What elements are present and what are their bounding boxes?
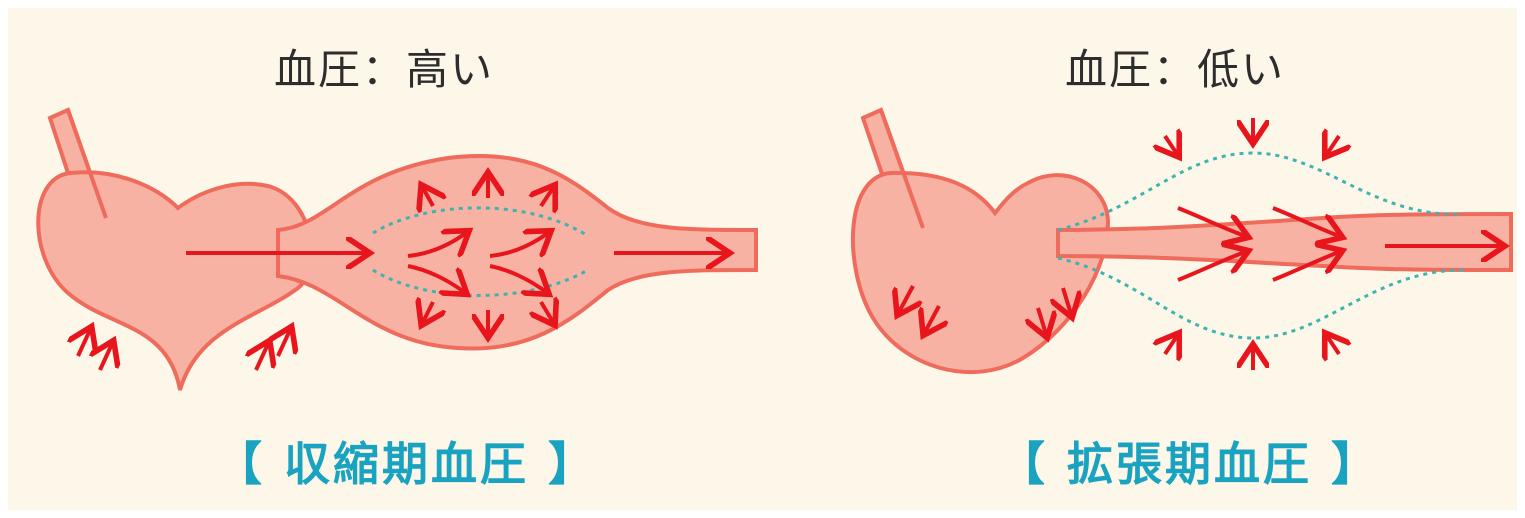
- diagram-canvas: 血圧：高い: [8, 8, 1517, 510]
- inward-arrow: [1165, 136, 1177, 154]
- diastolic-panel: 血圧：低い: [763, 8, 1517, 510]
- inward-arrow: [1327, 336, 1339, 354]
- diastolic-caption: 【 拡張期血圧 】: [999, 428, 1380, 494]
- squeeze-arrow: [78, 330, 90, 356]
- systolic-panel: 血圧：高い: [8, 8, 762, 510]
- inward-arrow: [1165, 336, 1177, 354]
- inward-arrow: [1327, 136, 1339, 154]
- systolic-caption: 【 収縮期血圧 】: [216, 428, 597, 494]
- heart-shape: [38, 172, 311, 390]
- narrow-artery: [1058, 214, 1511, 270]
- squeeze-arrow: [256, 344, 268, 370]
- squeeze-arrow: [100, 344, 112, 370]
- heart-shape: [853, 173, 1108, 372]
- squeeze-arrow: [278, 330, 290, 356]
